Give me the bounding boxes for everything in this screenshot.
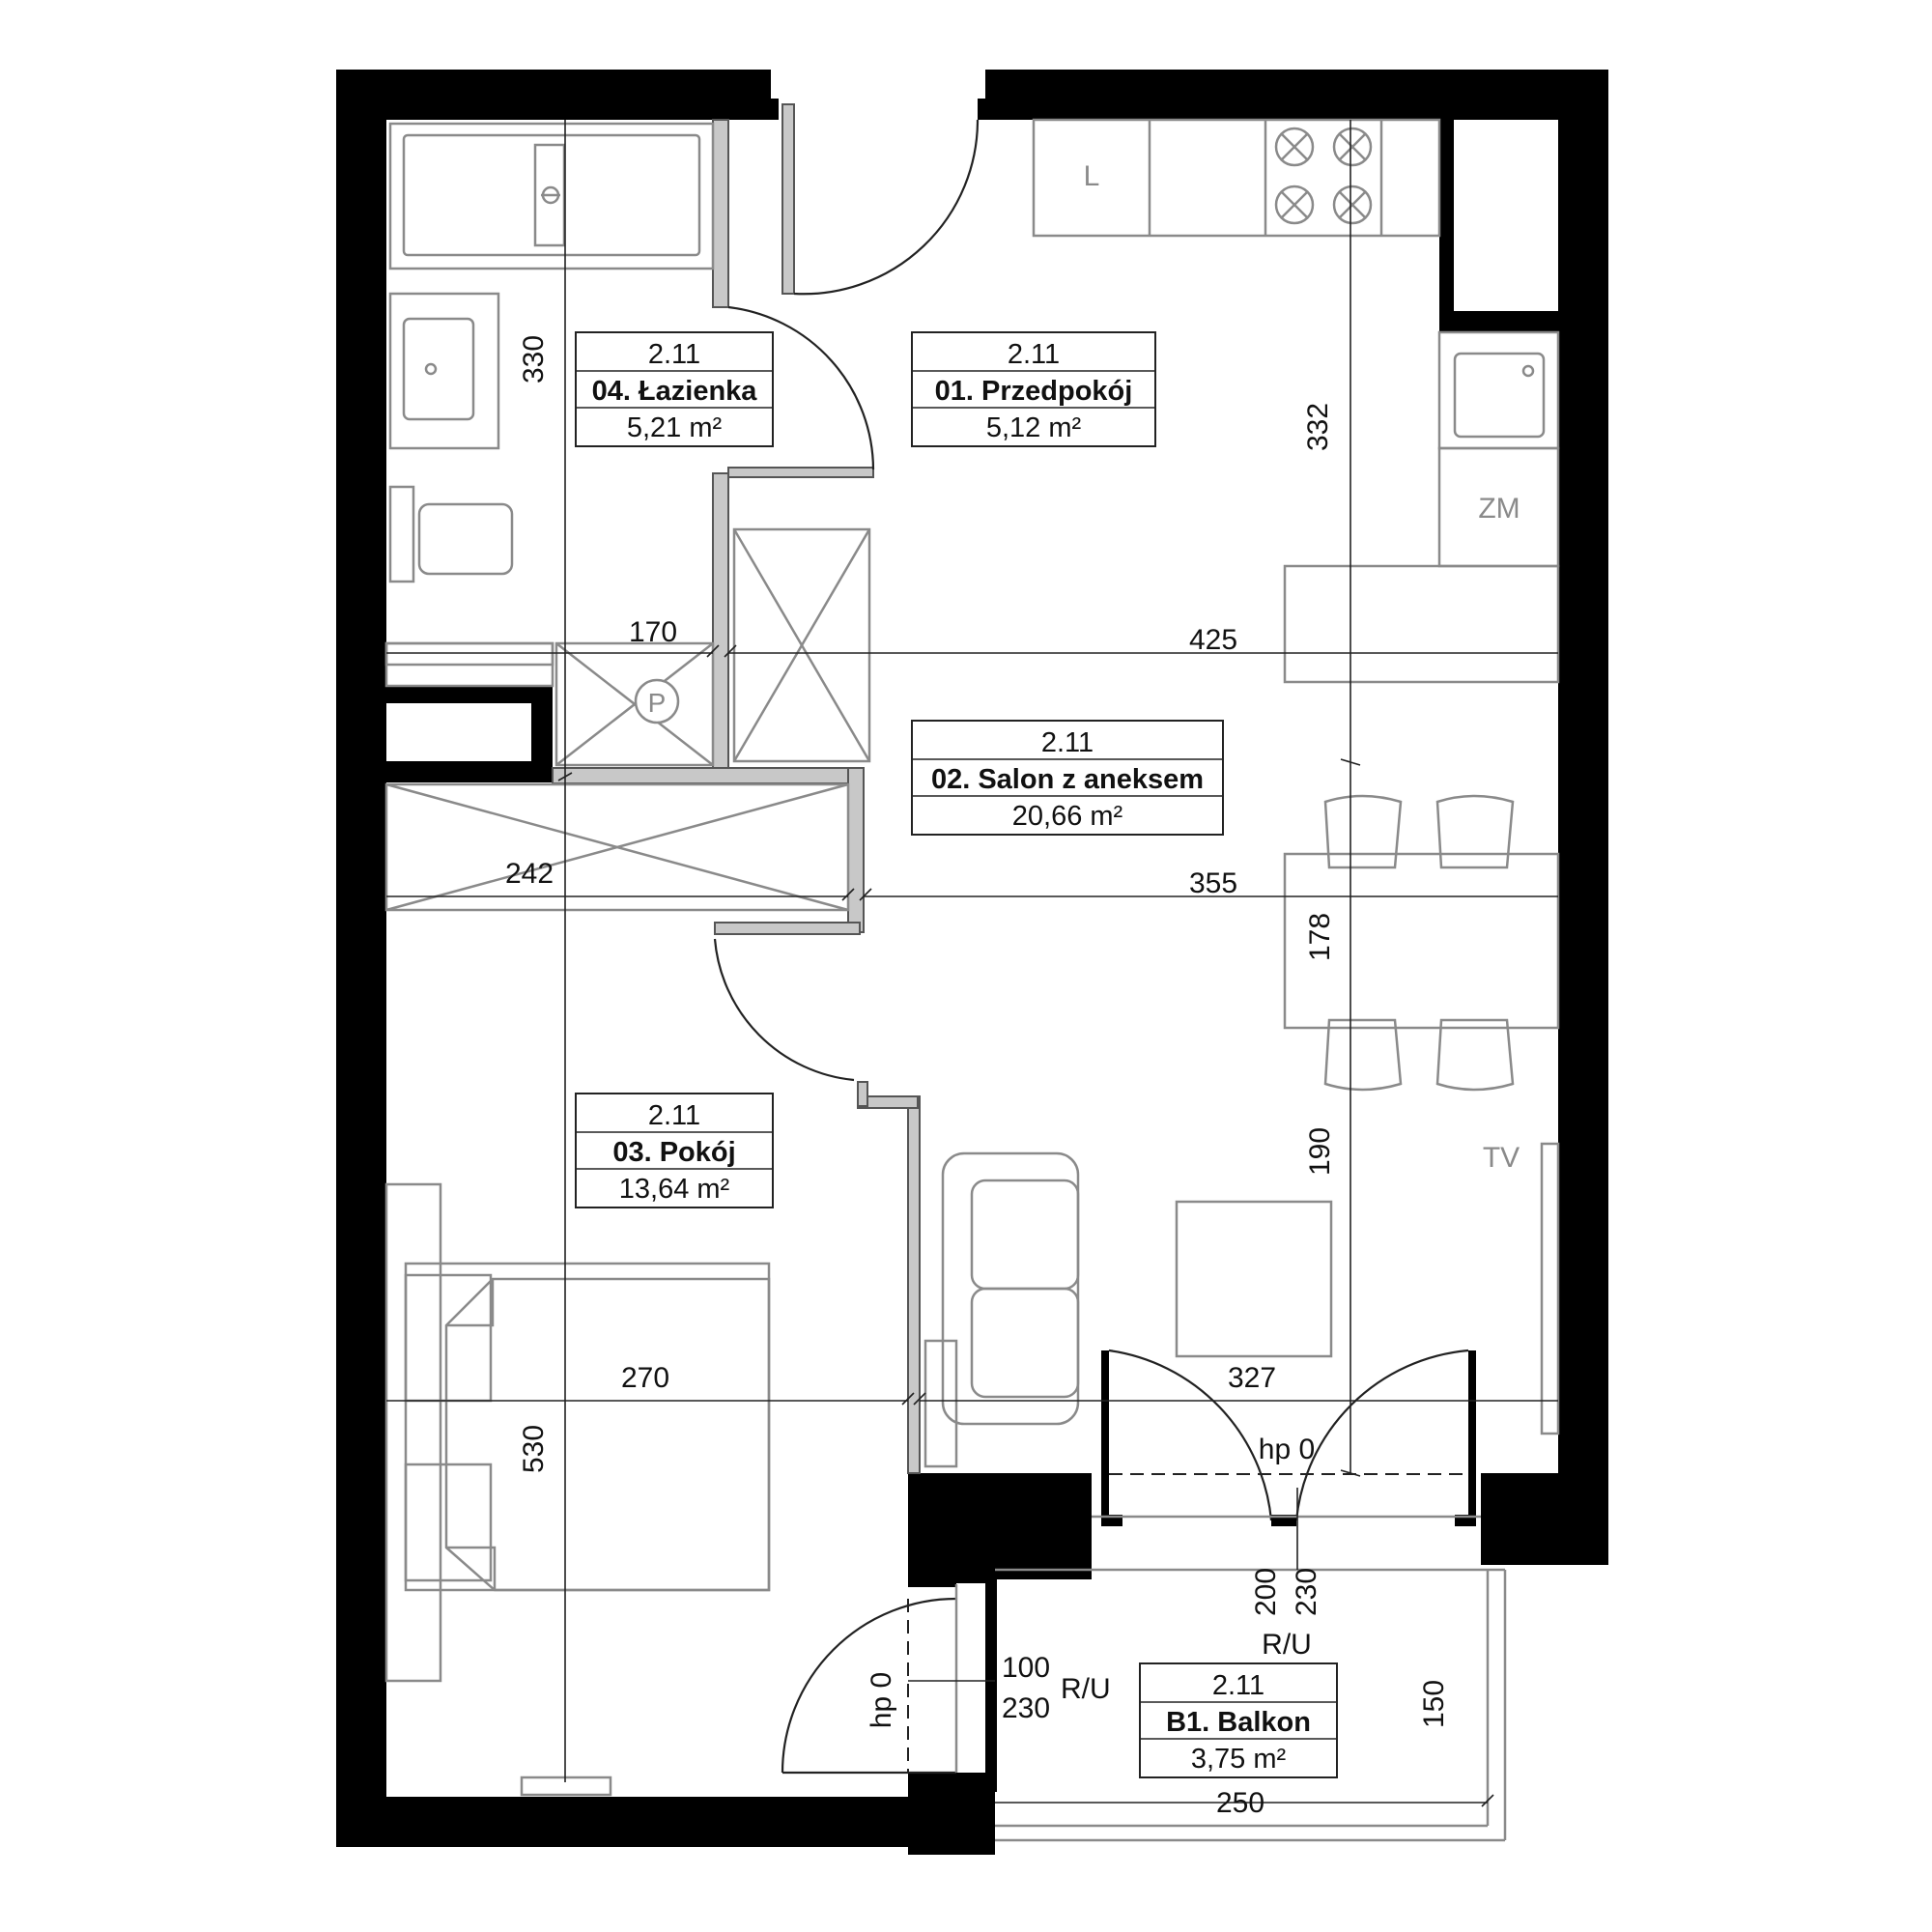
room-name: 01. Przedpokój [935,376,1133,407]
room-area: 3,75 m² [1191,1744,1287,1775]
bed [384,1182,771,1797]
bathroom-fixtures: P [384,122,715,767]
room-name: 04. Łazienka [592,376,758,407]
washer-label: ZM [1478,493,1520,525]
dim-250: 250 [1216,1787,1264,1819]
dim-425: 425 [1189,624,1237,656]
room-number: 2.11 [648,339,700,370]
dim-330: 330 [518,335,550,384]
bed-window-height: 230 [1002,1692,1050,1724]
room-name: B1. Balkon [1166,1707,1311,1738]
bed-window-width: 100 [1002,1652,1050,1684]
room-name: 03. Pokój [612,1137,735,1168]
dim-190: 190 [1304,1127,1336,1176]
dim-150: 150 [1418,1680,1450,1728]
balcony-structure [907,1473,1507,1842]
room-area: 5,12 m² [986,412,1082,443]
room-number: 2.11 [648,1100,700,1131]
room-area: 5,21 m² [627,412,723,443]
room-area: 20,66 m² [1012,801,1123,832]
dim-178: 178 [1304,913,1336,961]
dimension-lines [386,120,1558,1807]
cooktop [1274,127,1373,225]
dim-530: 530 [518,1425,550,1473]
shower-label: P [648,688,667,718]
room-number: 2.11 [1212,1670,1264,1701]
dim-332: 332 [1302,403,1334,451]
room-number: 2.11 [1041,727,1094,758]
opening-annotations: hp 0 200 230 R/U hp 0 100 230 R/U [866,1434,1322,1728]
dim-355: 355 [1189,867,1237,899]
dim-170: 170 [629,616,677,648]
main-window-width: 200 [1250,1568,1282,1616]
room-label-bathroom: 2.11 04. Łazienka 5,21 m² [575,331,774,447]
room-label-salon: 2.11 02. Salon z aneksem 20,66 m² [911,720,1224,836]
wardrobes [384,527,871,912]
tv-label: TV [1483,1142,1520,1174]
dining-set [1283,794,1560,1092]
main-window-height: 230 [1291,1568,1322,1616]
dim-242: 242 [505,858,554,890]
main-window-type: R/U [1262,1629,1312,1661]
dimension-labels: 330 332 170 425 242 355 178 190 270 327 … [505,335,1450,1819]
room-area: 13,64 m² [619,1174,730,1205]
kitchen: L ZM [1032,118,1560,684]
hp-main-label: hp 0 [1259,1434,1315,1465]
exterior-walls [336,70,1608,1855]
hp-bed-label: hp 0 [866,1672,897,1728]
dim-270: 270 [621,1362,669,1394]
room-number: 2.11 [1008,339,1060,370]
room-name: 02. Salon z aneksem [931,764,1204,795]
room-label-hall: 2.11 01. Przedpokój 5,12 m² [911,331,1156,447]
bed-window-type: R/U [1061,1673,1111,1705]
living-furniture: TV [923,1142,1560,1468]
room-label-bedroom: 2.11 03. Pokój 13,64 m² [575,1093,774,1208]
dim-327: 327 [1228,1362,1276,1394]
room-label-balcony: 2.11 B1. Balkon 3,75 m² [1139,1662,1338,1778]
fridge-label: L [1084,160,1100,192]
